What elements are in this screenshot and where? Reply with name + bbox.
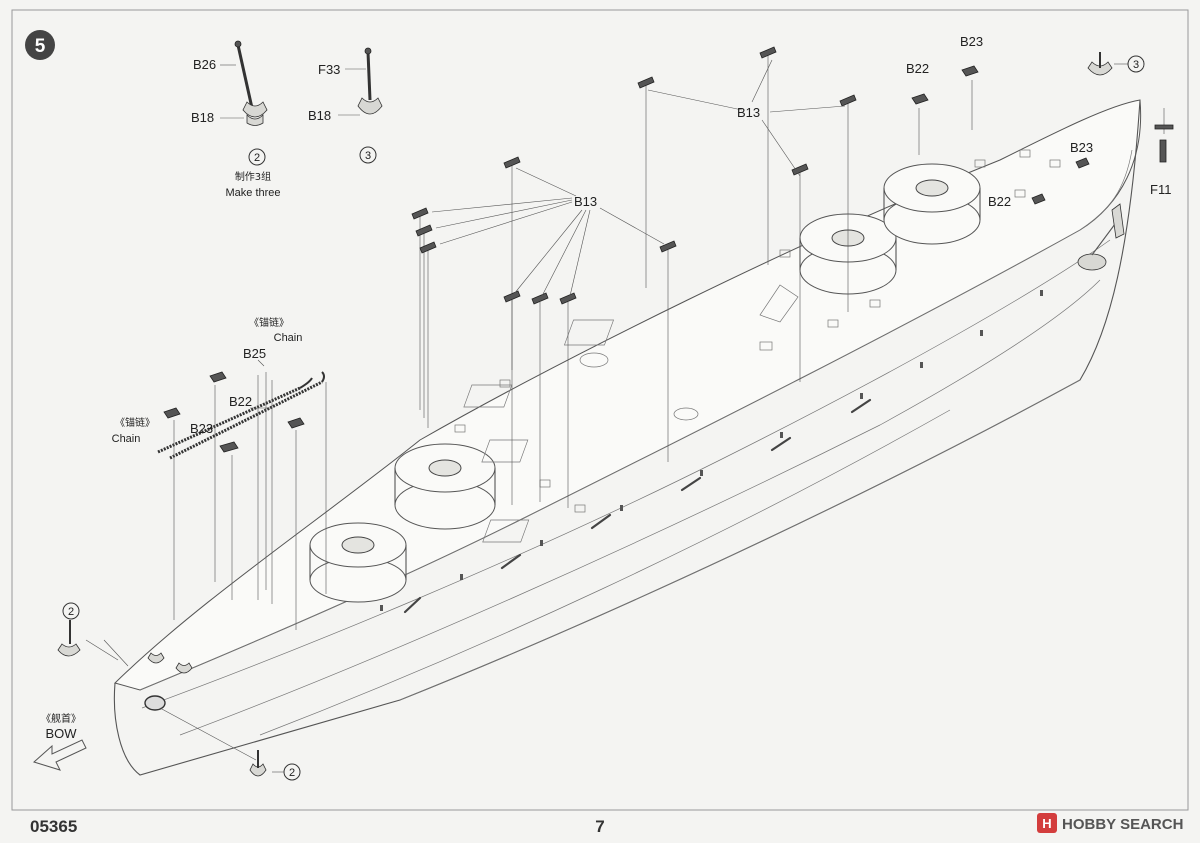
- page-number: 7: [595, 817, 604, 836]
- barbette-1: [309, 522, 407, 603]
- portholes: [380, 290, 1043, 611]
- deck-fittings: [454, 149, 1061, 543]
- barbette-4: [883, 163, 981, 245]
- part-b26-shape: [236, 44, 254, 109]
- watermark: H HOBBY SEARCH: [1037, 813, 1183, 833]
- label-b13-upper: B13: [737, 105, 760, 120]
- label-b22-bow: B22: [229, 394, 252, 409]
- bow-fittings: 《锚链》 Chain 《锚链》 Chain B25 B22 B23: [112, 316, 327, 711]
- subassembly-anchor-3: F33 B18 3: [308, 47, 383, 164]
- svg-text:H: H: [1042, 816, 1051, 831]
- note-chain-cn-lower: 《锚链》: [115, 416, 155, 429]
- barbette-2: [394, 443, 496, 530]
- anchor-chain-1: [157, 386, 301, 454]
- svg-text:3: 3: [365, 150, 371, 162]
- hawse-pipe: [144, 695, 166, 711]
- note-bow-en: BOW: [45, 726, 77, 741]
- svg-text:2: 2: [254, 152, 260, 164]
- label-b18-2: B18: [308, 108, 331, 123]
- subassembly-anchor-2: B26 B18 2 制作3组 Make three: [191, 40, 281, 199]
- label-b22-top: B22: [906, 61, 929, 76]
- note-make-three-en: Make three: [225, 187, 280, 199]
- step-number: 5: [35, 36, 46, 57]
- note-chain-en-upper: Chain: [274, 332, 303, 344]
- bow-anchor-lower: [249, 763, 267, 777]
- label-f11: F11: [1150, 182, 1171, 197]
- svg-text:3: 3: [1133, 59, 1139, 71]
- label-b26: B26: [193, 57, 216, 72]
- watermark-logo-icon: [1037, 813, 1057, 833]
- callout-circle-2-upper: [62, 602, 80, 620]
- label-b22-stern: B22: [988, 194, 1011, 209]
- product-code: 05365: [30, 817, 77, 836]
- svg-text:2: 2: [289, 767, 295, 779]
- bow-anchor-left: [57, 643, 81, 657]
- part-b18-shape-2: [357, 97, 383, 115]
- note-make-three-cn: 制作3组: [235, 170, 271, 183]
- page-border: [11, 9, 1189, 811]
- label-b13-lower: B13: [574, 194, 597, 209]
- part-f33-shape: [366, 51, 372, 101]
- label-b23-top: B23: [960, 34, 983, 49]
- note-chain-cn-upper: 《锚链》: [249, 316, 289, 329]
- callout-circle-2: [248, 148, 266, 166]
- label-f33: F33: [318, 62, 340, 77]
- stern-anchor: [1087, 61, 1113, 76]
- callout-circle-3: [359, 146, 377, 164]
- svg-text:2: 2: [68, 606, 74, 618]
- bow-arrow-icon: [33, 739, 87, 771]
- label-b23-stern: B23: [1070, 140, 1093, 155]
- ventilators-b13: B13 B13: [411, 46, 857, 508]
- label-b18: B18: [191, 110, 214, 125]
- label-b25: B25: [243, 346, 266, 361]
- note-bow-cn: 《舰首》: [41, 712, 81, 725]
- bow-anchor-callouts: 2 2: [57, 602, 301, 781]
- part-b18-shape: [242, 101, 268, 118]
- bow-direction: 《舰首》 BOW: [33, 712, 87, 771]
- stern-fittings: B23 B22 B23 B22 F11 3: [906, 34, 1174, 209]
- step-badge: 5: [25, 30, 55, 60]
- ship-hull: [113, 99, 1142, 776]
- stern-propeller: [1077, 203, 1125, 271]
- part-b26-knob: [234, 40, 242, 48]
- anchor-chain-2: [169, 380, 323, 460]
- note-chain-en-lower: Chain: [112, 433, 141, 445]
- callout-circle-3-stern: [1127, 55, 1145, 73]
- watermark-text: HOBBY SEARCH: [1062, 816, 1183, 833]
- casemate-guns: [403, 398, 872, 614]
- label-b23-bow: B23: [190, 421, 213, 436]
